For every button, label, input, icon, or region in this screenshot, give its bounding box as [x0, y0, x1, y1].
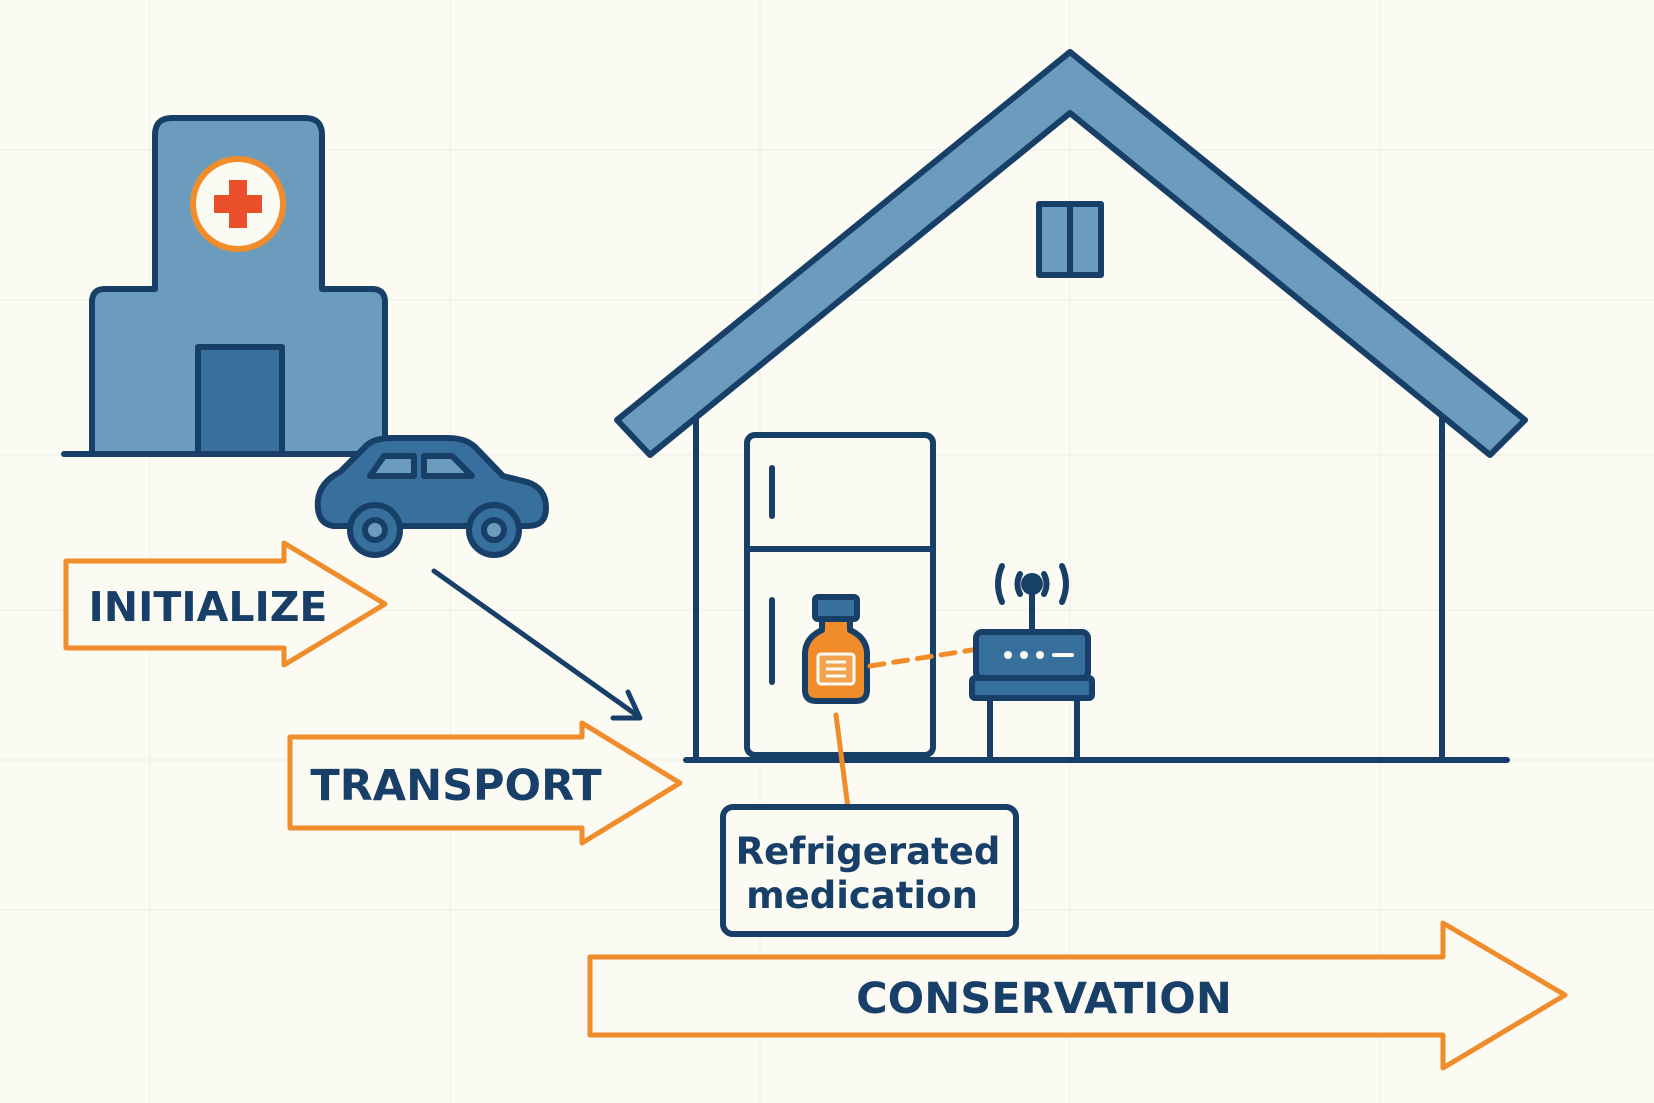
- stage-arrow-conservation: CONSERVATION: [587, 920, 1568, 1071]
- callout-line-1: Refrigerated: [736, 830, 1001, 873]
- transport-label: TRANSPORT: [310, 761, 602, 811]
- callout-pointer: [833, 712, 851, 811]
- medicine-bottle-icon: [802, 594, 870, 704]
- initialize-label: INITIALIZE: [89, 583, 328, 631]
- conservation-label: CONSERVATION: [856, 974, 1232, 1024]
- stage-arrow-transport: TRANSPORT: [287, 720, 683, 846]
- car-icon: [314, 435, 549, 558]
- medication-callout: Refrigerated medication: [720, 804, 1019, 937]
- wireless-link: [867, 647, 975, 669]
- medical-cross-icon: [190, 156, 286, 252]
- wifi-router-icon: [969, 563, 1095, 760]
- stage-arrow-initialize: INITIALIZE: [63, 540, 388, 668]
- hospital-icon: [61, 115, 388, 457]
- flow-arrow-car-to-fridge: [431, 568, 643, 721]
- callout-line-2: medication: [746, 874, 978, 917]
